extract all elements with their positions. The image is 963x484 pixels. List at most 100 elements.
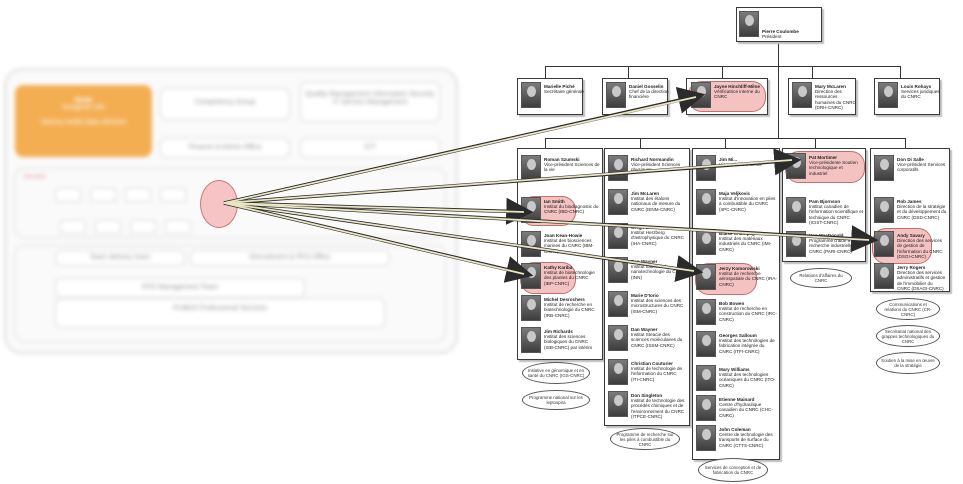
person-title: Institut de technologie de l'information…	[631, 366, 683, 382]
vp-column-2: Jim Mi...Vice-président Génie Maja Veljk…	[692, 148, 780, 460]
exec-cell-3	[125, 188, 151, 202]
connector	[778, 40, 779, 66]
person-title: Institut des sciences biologiques du CNR…	[544, 334, 593, 350]
person-title: Institut du biodiagnostic du CNRC (IBD-C…	[544, 204, 599, 215]
portrait-icon	[696, 365, 716, 391]
program-oval: Soutien à la mise en œuvre de la stratég…	[876, 352, 940, 374]
person-title: Institut canadien de l'information scien…	[809, 204, 863, 225]
person-title: Secrétaire générale	[544, 89, 585, 95]
person-title: Direction des services de gestion de l'i…	[897, 238, 943, 259]
person-title: Direction des services administratifs et…	[897, 270, 946, 291]
person-name: John Coleman	[719, 427, 751, 432]
person-title: Centre d'hydraulique canadien du CNRC (C…	[719, 402, 773, 418]
portrait-icon	[521, 155, 541, 181]
ict-box: ICT	[300, 138, 440, 158]
person-title: Institut des étalons nationaux de mesure…	[631, 196, 681, 212]
person-name: Jerry Rogers	[897, 265, 926, 270]
competency-group-box: Competency Group	[160, 88, 290, 120]
person-title: Direction de la stratégie et du développ…	[897, 204, 947, 220]
person-name: Louis Rohays	[901, 84, 932, 89]
person-title: Président	[762, 34, 782, 40]
portrait-icon	[696, 264, 716, 290]
portrait-icon	[608, 257, 628, 283]
delivery-team-box: Team delivery team	[55, 250, 185, 266]
person-title: Chef de la direction financière	[629, 89, 669, 100]
exec-cell-7	[130, 220, 156, 234]
person-title: Institut des technologies océaniques du …	[719, 372, 776, 388]
person-title: Institut des sciences des microstructure…	[631, 298, 684, 314]
person-title: Institut de biotechnologie des plantes d…	[544, 270, 595, 286]
connector	[900, 66, 901, 78]
connector	[722, 66, 723, 78]
portrait-icon	[786, 197, 806, 223]
person-name: Bob Bowen	[719, 301, 745, 306]
person-name: Georges Salloum	[719, 333, 757, 338]
connector	[545, 66, 546, 78]
connector	[545, 138, 546, 148]
person-name: Rob James	[897, 199, 922, 204]
person-name: Etienne Mainard	[719, 397, 755, 402]
portrait-icon	[521, 82, 541, 108]
person-title: Programme d'aide à la recherche industri…	[809, 238, 860, 254]
portrait-icon	[786, 153, 806, 179]
person-title: Vice-présidente Soutien technologique et…	[809, 160, 858, 176]
person-title: Services juridiques du CNRC	[901, 89, 940, 100]
person-title: Vice-président Sciences de la vie	[544, 162, 600, 173]
program-oval: Programme national sur les leptospira	[522, 390, 590, 410]
person-name: Daniel Gosselin	[629, 84, 664, 89]
person-title: Institut de recherche aérospatiale du CN…	[719, 271, 777, 287]
portrait-icon	[878, 82, 898, 108]
person-name: Marielle Piché	[544, 84, 575, 89]
person-title: Vice-président Génie	[719, 162, 762, 168]
person-name: Mary McLaren	[815, 84, 846, 89]
person-title: Vice-président Sciences physiques	[631, 162, 681, 173]
connector	[628, 66, 629, 78]
person-name: Don Singleton	[631, 393, 663, 398]
person-name: Michel Desrochers	[544, 297, 585, 302]
executive-label: Executive	[24, 174, 46, 180]
connector	[640, 138, 641, 148]
person-name: Jerzy Komorowski	[719, 266, 760, 271]
person-title: Direction des ressources humaines du CNR…	[815, 89, 856, 110]
program-oval: Services de conception et de fabrication…	[698, 458, 768, 482]
portrait-icon	[521, 197, 541, 223]
portrait-icon	[608, 359, 628, 385]
connector	[812, 66, 813, 78]
person-title: Institut de recherche en construction du…	[719, 306, 777, 322]
pubko-box: PUBKO Professional Services	[55, 298, 385, 328]
orange-node-line: Stanza model data element	[40, 119, 127, 126]
person-title: Institut Steacie des sciences moléculair…	[631, 332, 683, 348]
exec-cell-8	[165, 220, 191, 234]
person-name: Pierre Coulombe	[762, 29, 799, 34]
person-name: Don Di Salle	[897, 157, 924, 162]
portrait-icon	[608, 291, 628, 317]
person-title: Institut national de nanotechnologie du …	[631, 264, 686, 280]
person-name: Marie D'Iorio	[631, 293, 659, 298]
portrait-icon	[874, 155, 894, 181]
exec-cell-6	[95, 220, 121, 234]
person-title: Institut Herzberg d'astrophysique du CNR…	[631, 230, 684, 246]
program-oval: Relations d'affaires du CNRC	[790, 268, 852, 288]
portrait-icon	[696, 155, 716, 181]
portrait-icon	[696, 299, 716, 325]
orange-node: Node Assigned role Stanza model data ele…	[15, 85, 152, 157]
portrait-icon	[521, 327, 541, 353]
person-title: Institut des matériaux industriels du CN…	[719, 236, 772, 252]
person-name: Pat Mortimer	[809, 155, 838, 160]
exec-cell-5	[60, 220, 86, 234]
person-name: Jim Richards	[544, 329, 573, 334]
portrait-icon	[608, 155, 628, 181]
portrait-icon	[608, 325, 628, 351]
exec-cell-4	[160, 188, 186, 202]
person-name: Jayne Hinchliff-Milne	[714, 84, 760, 89]
quality-box: Quality Management Information Security …	[300, 82, 440, 122]
portrait-icon	[608, 391, 628, 417]
portrait-icon	[696, 425, 716, 451]
portrait-icon	[874, 197, 894, 223]
